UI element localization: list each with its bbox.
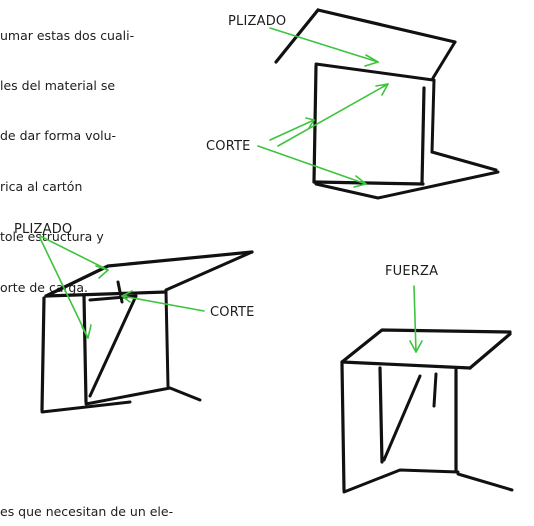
- loaded-top-right-edge: [468, 332, 512, 370]
- back-leg: [430, 78, 436, 154]
- loaded-left-leg: [340, 362, 346, 492]
- base-edge-b: [84, 386, 202, 406]
- loaded-top-back-edge: [340, 328, 512, 364]
- arrowhead: [375, 83, 389, 96]
- arrow-plizado-top: [269, 27, 379, 63]
- front-bottom-edge: [312, 180, 425, 186]
- arrow-corte-top-c: [257, 145, 367, 185]
- arrow-fuerza: [413, 285, 417, 353]
- sketch-loaded-table: FUERZA: [340, 264, 514, 494]
- arrowhead: [121, 290, 133, 303]
- base-front-edge: [314, 170, 500, 200]
- arrow-corte-top-b: [277, 83, 389, 147]
- label-plizado-top: PLIZADO: [228, 14, 286, 29]
- loaded-inner-leg: [378, 366, 384, 464]
- label-corte-top: CORTE: [206, 139, 251, 154]
- table-top-back-edge: [44, 250, 254, 298]
- arrowhead: [353, 175, 367, 188]
- arrow-plizado-left-a: [39, 235, 109, 271]
- intro-paragraph: umar estas dos cuali- les del material s…: [0, 0, 150, 330]
- label-fuerza: FUERZA: [385, 264, 438, 279]
- top-panel-right-edge: [431, 40, 457, 80]
- arrow-plizado-left-b: [39, 237, 89, 339]
- base-side-edge: [430, 150, 498, 172]
- intro-line: rica al cartón: [0, 178, 83, 194]
- cut-diagonal: [88, 294, 138, 398]
- intro-line: tole estructura y: [0, 229, 104, 245]
- loaded-notch: [432, 372, 438, 408]
- intro-line: de dar forma volu-: [0, 128, 117, 144]
- arrowhead: [305, 117, 315, 129]
- front-left-edge: [312, 64, 318, 184]
- intro-line: umar estas dos cuali-: [0, 27, 135, 43]
- intro-line: les del material se: [0, 77, 116, 93]
- inner-leg: [82, 294, 88, 404]
- label-plizado-left: PLIZADO: [14, 222, 72, 237]
- fold-line: [314, 62, 435, 82]
- table-top-right-edge: [164, 250, 254, 292]
- loaded-diagonal: [382, 374, 422, 462]
- bottom-text-fragment: es que necesitan de un ele-: [0, 504, 174, 519]
- sketch-folded-box: PLIZADO CORTE: [206, 8, 500, 200]
- sketch-cut-table: PLIZADO CORTE: [14, 222, 255, 414]
- base-edge-a: [40, 400, 132, 414]
- right-leg: [164, 290, 170, 388]
- left-leg: [40, 296, 46, 412]
- loaded-base-b: [456, 472, 514, 492]
- front-right-edge: [420, 86, 426, 186]
- arrowhead: [95, 265, 109, 279]
- arrowhead: [364, 54, 379, 67]
- loaded-base-a: [342, 468, 460, 494]
- table-top-front-edge: [44, 290, 168, 298]
- label-corte-left: CORTE: [210, 305, 255, 320]
- arrowhead: [409, 340, 423, 353]
- cut-notch: [116, 280, 124, 304]
- loaded-top-front-edge: [340, 360, 472, 370]
- intro-line: orte de carga.: [0, 279, 88, 295]
- arrow-corte-left: [121, 295, 205, 312]
- arrowhead: [81, 324, 92, 339]
- top-panel-back-edge: [316, 8, 457, 44]
- arrow-corte-top-a: [269, 119, 315, 141]
